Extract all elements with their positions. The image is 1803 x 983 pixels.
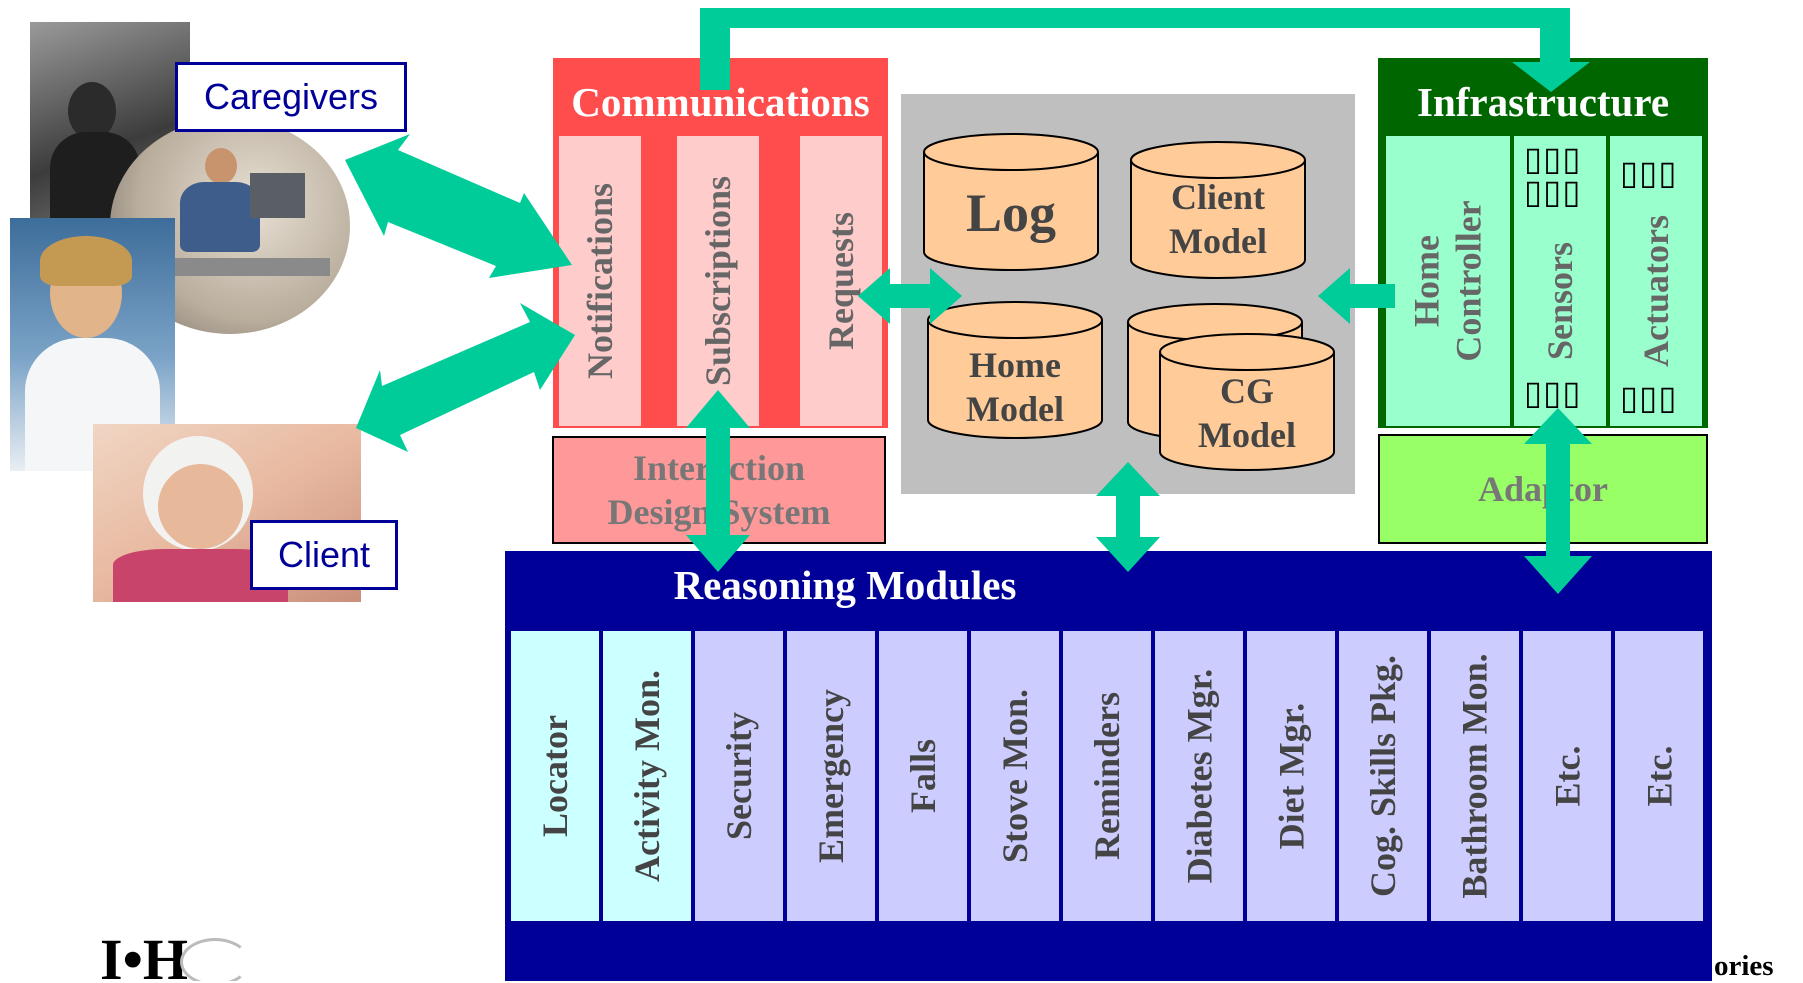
sensors-slot: ▯▯▯ ▯▯▯ Sensors ▯▯▯	[1514, 136, 1606, 426]
reasoning-module: Security	[695, 631, 783, 921]
sensor-glyph-row-3: ▯▯▯	[1524, 373, 1582, 412]
communications-title: Communications	[571, 79, 870, 125]
home-model-cylinder: Home Model	[926, 300, 1104, 440]
home-model-line1: Home	[969, 345, 1061, 385]
reasoning-module: Reminders	[1063, 631, 1151, 921]
actuator-glyph-row-1: ▯▯▯	[1620, 153, 1678, 192]
reasoning-module: Stove Mon.	[971, 631, 1059, 921]
home-model-line2: Model	[966, 389, 1064, 429]
reasoning-module-label: Locator	[535, 715, 575, 837]
actuator-glyph-row-2: ▯▯▯	[1620, 378, 1678, 417]
reasoning-module-label: Activity Mon.	[627, 670, 667, 882]
footer-logo-text: I•H	[100, 930, 188, 981]
data-store-panel: Log Client Model Home Model CG Model	[901, 94, 1355, 494]
home-controller-line2: Controller	[1449, 200, 1490, 362]
adaptor-label: Adaptor	[1477, 469, 1608, 509]
reasoning-module: Falls	[879, 631, 967, 921]
client-model-cylinder: Client Model	[1129, 140, 1307, 280]
reasoning-panel: Reasoning Modules Locator Activity Mon. Se…	[505, 551, 1712, 981]
caregivers-label: Caregivers	[175, 62, 407, 132]
footer-logo: I•H	[100, 930, 250, 981]
footer-right-text: ories	[1714, 950, 1774, 982]
reasoning-module-label: Cog. Skills Pkg.	[1363, 654, 1404, 898]
sensor-glyphs-top: ▯▯▯ ▯▯▯	[1524, 142, 1604, 208]
interaction-design-system: Interaction Design System	[552, 436, 886, 544]
reasoning-module: Emergency	[787, 631, 875, 921]
infrastructure-panel: Infrastructure Home Controller ▯▯▯ ▯▯▯ S…	[1378, 58, 1708, 428]
footer-logo-swoosh	[180, 938, 250, 981]
interaction-line1: Interaction	[633, 448, 805, 488]
reasoning-module-label: Etc.	[1546, 745, 1587, 807]
actuators-label: Actuators	[1636, 215, 1676, 367]
infrastructure-title: Infrastructure	[1416, 79, 1670, 125]
cg-model-line2: Model	[1198, 415, 1296, 455]
client-label: Client	[250, 520, 398, 590]
interaction-line2: Design System	[607, 492, 831, 532]
reasoning-module-label: Etc.	[1638, 745, 1679, 807]
client-model-line1: Client	[1171, 177, 1265, 217]
reasoning-module-label: Diet Mgr.	[1271, 702, 1311, 850]
subscriptions-slot: Subscriptions	[677, 136, 759, 426]
reasoning-module-label: Reminders	[1087, 692, 1128, 860]
home-controller-slot: Home Controller	[1386, 136, 1510, 426]
cg-model-cylinder: CG Model	[1158, 332, 1336, 472]
reasoning-module: Cog. Skills Pkg.	[1339, 631, 1427, 921]
reasoning-module-label: Diabetes Mgr.	[1179, 668, 1220, 884]
communications-panel: Communications Notifications Subscriptio…	[553, 58, 888, 428]
caregivers-comms-arrow	[345, 134, 572, 278]
home-controller-line1: Home	[1407, 235, 1448, 327]
reasoning-module: Diabetes Mgr.	[1155, 631, 1243, 921]
requests-label: Requests	[821, 211, 862, 351]
actuators-label-wrap: Actuators	[1610, 206, 1702, 376]
sensor-glyph-row-1: ▯▯▯	[1524, 139, 1582, 178]
reasoning-module-label: Stove Mon.	[995, 689, 1035, 863]
reasoning-module-label: Bathroom Mon.	[1455, 653, 1495, 899]
cg-model-line1: CG	[1220, 371, 1274, 411]
client-comms-arrow	[356, 303, 575, 452]
reasoning-module: Locator	[511, 631, 599, 921]
caregivers-label-text: Caregivers	[203, 76, 379, 117]
module-list: Locator Activity Mon. Security Emergency Fal…	[511, 631, 1707, 921]
sensors-label: Sensors	[1540, 241, 1580, 361]
actuators-slot: ▯▯▯ Actuators ▯▯▯	[1610, 136, 1702, 426]
reasoning-module: Activity Mon.	[603, 631, 691, 921]
reasoning-module-label: Falls	[902, 738, 943, 814]
reasoning-module-label: Security	[719, 712, 759, 840]
log-cylinder: Log	[922, 132, 1100, 272]
requests-slot: Requests	[800, 136, 882, 426]
adaptor-box: Adaptor	[1378, 434, 1708, 544]
subscriptions-label: Subscriptions	[698, 175, 739, 387]
notifications-label: Notifications	[580, 183, 621, 379]
log-label: Log	[965, 183, 1057, 243]
reasoning-module-label: Emergency	[811, 689, 851, 863]
reasoning-module: Diet Mgr.	[1247, 631, 1335, 921]
reasoning-module: Etc.	[1615, 631, 1703, 921]
sensors-label-wrap: Sensors	[1514, 226, 1606, 376]
notifications-slot: Notifications	[559, 136, 641, 426]
client-model-line2: Model	[1169, 221, 1267, 261]
reasoning-module: Etc.	[1523, 631, 1611, 921]
sensor-glyph-row-2: ▯▯▯	[1524, 172, 1582, 211]
reasoning-title: Reasoning Modules	[673, 562, 1017, 608]
nurse-photo	[10, 218, 175, 471]
client-label-text: Client	[277, 534, 371, 575]
reasoning-module: Bathroom Mon.	[1431, 631, 1519, 921]
